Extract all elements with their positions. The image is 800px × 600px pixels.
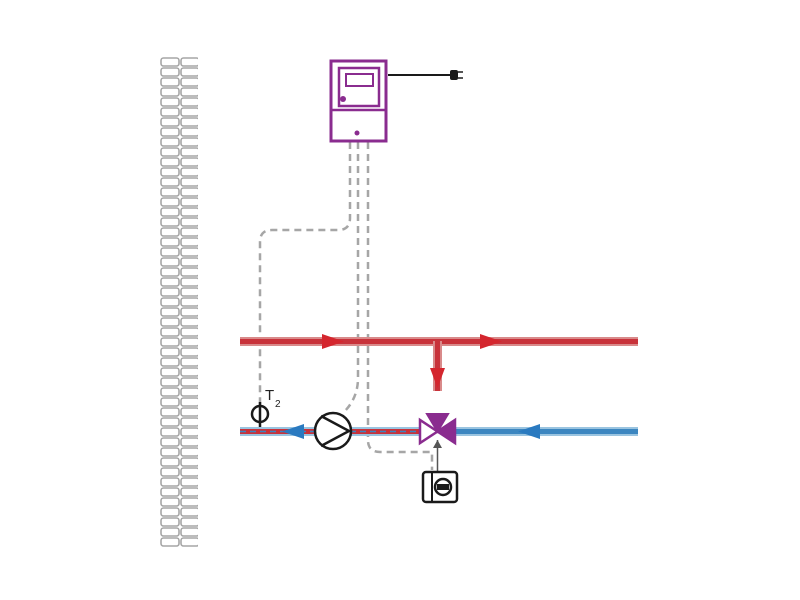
temperature-sensor-icon: T 2: [250, 387, 281, 427]
flow-arrow-hot-down: [430, 368, 445, 388]
flow-arrow-mixed: [282, 424, 304, 439]
flow-arrow-hot-1: [322, 334, 344, 349]
flow-arrow-hot-2: [480, 334, 502, 349]
control-cables: [258, 142, 434, 470]
flow-arrow-cold: [518, 424, 540, 439]
sensor-label: T: [265, 387, 274, 404]
hot-supply-pipe: [240, 334, 638, 391]
sensor-label-subscript: 2: [275, 399, 281, 410]
sensor-cable: [258, 142, 352, 410]
actuator-stem-arrow: [433, 440, 442, 448]
valve-cable: [366, 142, 434, 470]
three-way-mixing-valve-icon: [418, 413, 457, 446]
pump-cable: [343, 142, 360, 413]
circulation-pump-icon: [313, 411, 353, 451]
power-plug-icon: [388, 70, 463, 80]
brick-wall: [160, 57, 198, 547]
cold-return-pipe: [456, 424, 638, 439]
valve-actuator-icon: [421, 470, 459, 504]
controller-unit: [329, 59, 388, 143]
